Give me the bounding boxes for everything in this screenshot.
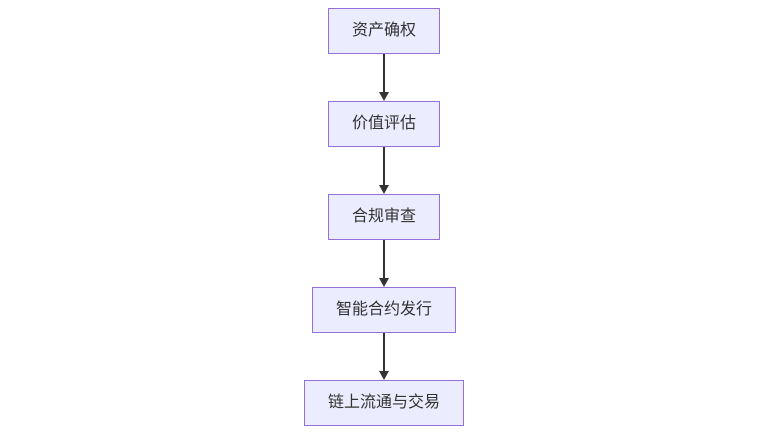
node-smart-contract-issuance: 智能合约发行	[311, 287, 457, 333]
flow-arrow-2	[378, 147, 389, 194]
arrowhead-down-icon	[378, 278, 389, 287]
arrow-line	[383, 54, 385, 92]
flow-column: 资产确权 价值评估 合规审查 智能合约发行 链上流通与交易	[303, 8, 465, 426]
node-compliance-review: 合规审查	[327, 194, 441, 240]
arrowhead-down-icon	[378, 371, 389, 380]
flow-arrow-4	[378, 333, 389, 380]
arrowhead-down-icon	[378, 92, 389, 101]
arrow-line	[383, 147, 385, 185]
arrowhead-down-icon	[378, 185, 389, 194]
node-value-assessment: 价值评估	[327, 101, 441, 147]
arrow-line	[383, 240, 385, 278]
flow-arrow-1	[378, 54, 389, 101]
node-asset-confirmation: 资产确权	[327, 8, 441, 54]
node-onchain-circulation-trading: 链上流通与交易	[303, 380, 465, 426]
flow-arrow-3	[378, 240, 389, 287]
arrow-line	[383, 333, 385, 371]
